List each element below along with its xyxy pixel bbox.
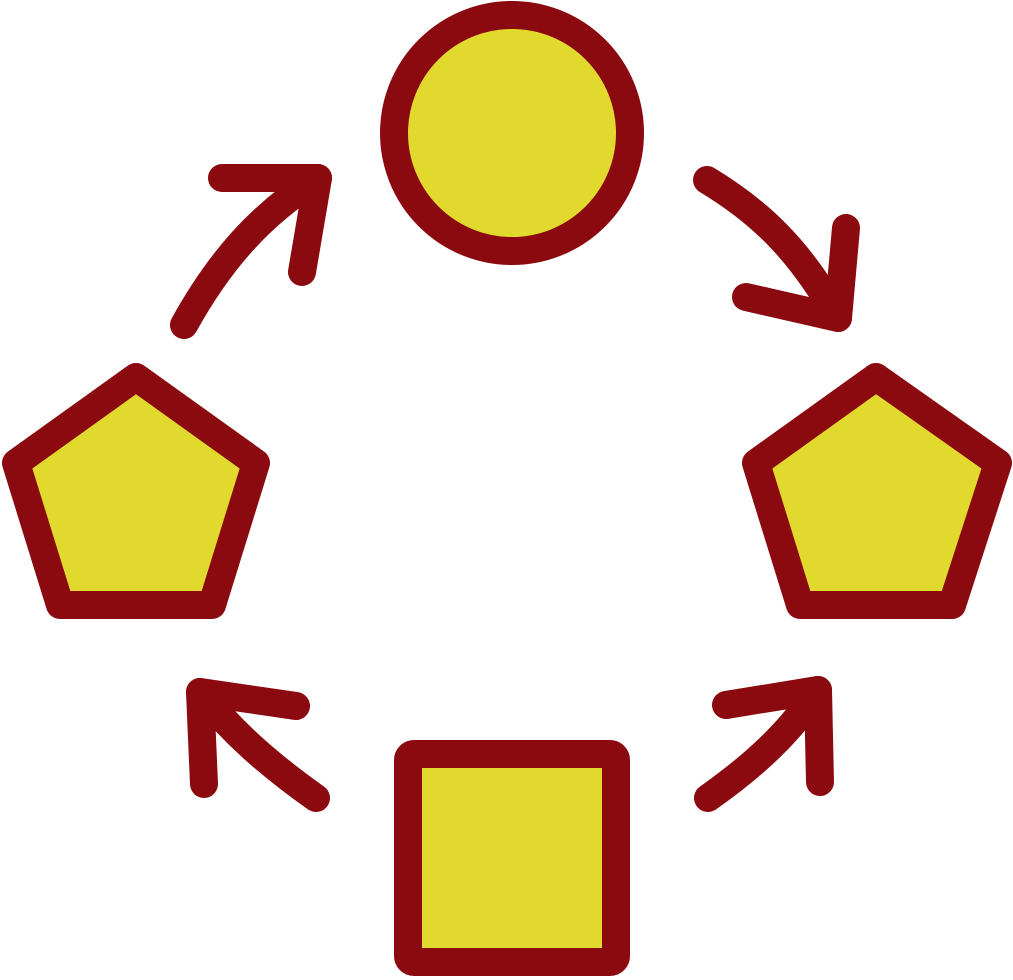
pentagon-left-node (2, 363, 270, 619)
arrow-circle-to-right (693, 166, 860, 332)
circle-node (380, 1, 644, 265)
arrow-square-to-right (694, 676, 834, 812)
pentagon-right-node (742, 363, 1012, 619)
arrow-left-to-circle (170, 164, 332, 339)
arrow-square-to-left (186, 678, 330, 812)
square-node (394, 740, 630, 976)
